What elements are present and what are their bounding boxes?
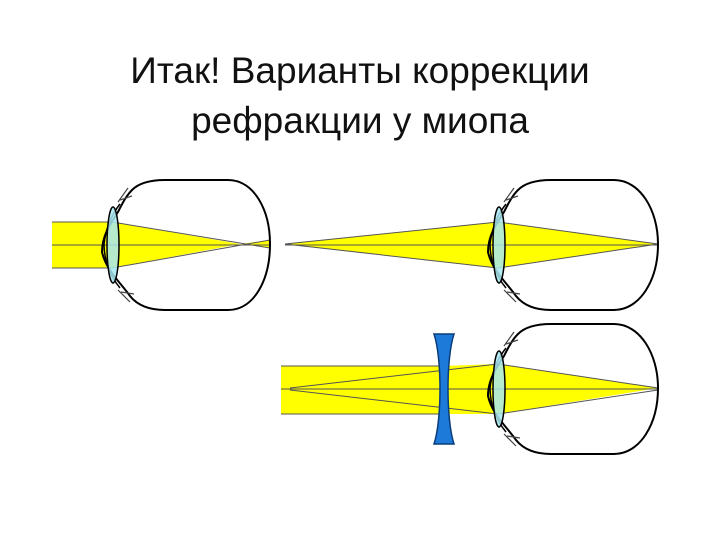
eye-lens [492,206,506,284]
slide-title: Итак! Варианты коррекции рефракции у мио… [0,46,720,146]
panel-myopic-eye-near-object [284,179,660,311]
iris-bottom [117,289,135,303]
title-line-2: рефракции у миопа [191,100,529,141]
iris-top [503,331,519,347]
iris-bottom [503,289,521,303]
diverging-beam [240,240,270,248]
eye-lens [492,350,506,428]
panel-concave-lens-correction [281,323,660,455]
title-line-1: Итак! Варианты коррекции [130,50,590,91]
ray-lines [281,363,659,415]
concave-lens [432,333,456,445]
panel-myopic-eye-parallel [52,179,272,311]
iris-top [117,187,133,203]
ray-lines [52,221,271,269]
eye-lens [106,206,120,284]
ray-lines [284,221,659,269]
incoming-beam [281,366,442,414]
iris-bottom [503,433,521,447]
iris-top [503,187,519,203]
